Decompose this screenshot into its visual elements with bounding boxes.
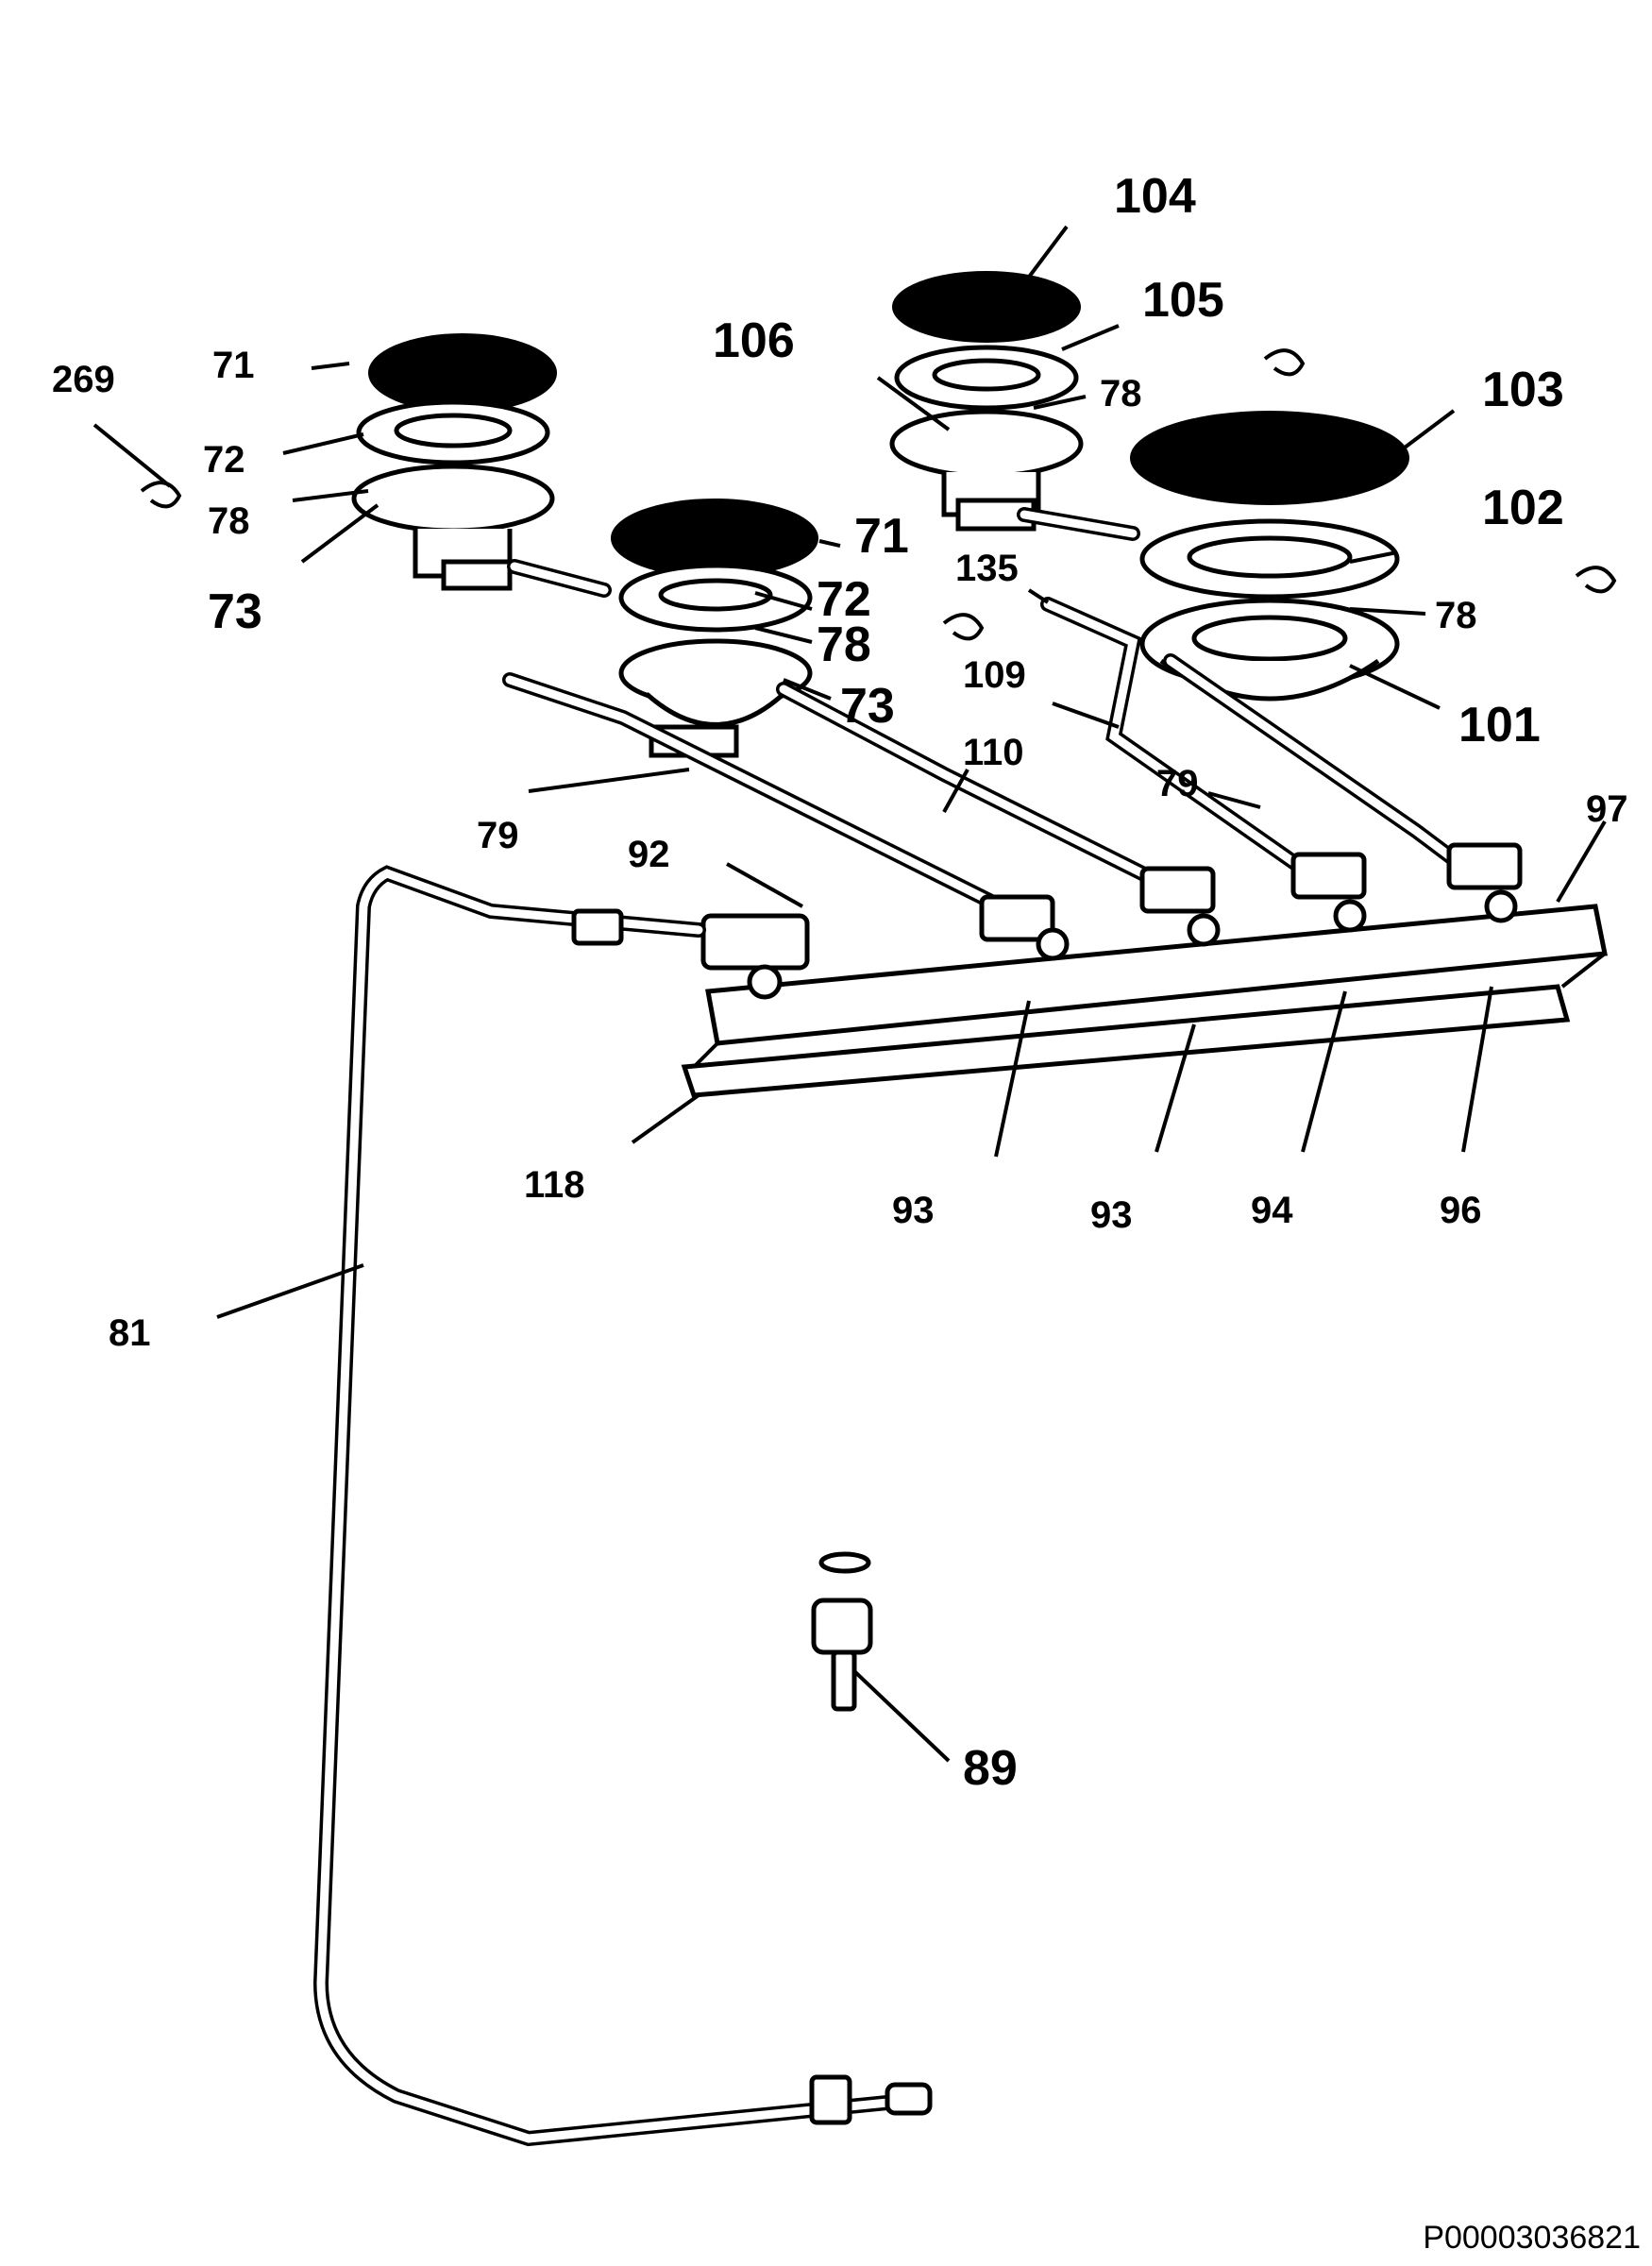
callout-label: 71: [212, 345, 255, 386]
callout-label: 78: [208, 500, 250, 542]
callout-label: 78: [817, 617, 871, 672]
burner-rear-right: [1139, 518, 1400, 702]
burner-cap-103: [1130, 411, 1409, 505]
callout-label: 135: [955, 548, 1019, 589]
callout-label: 73: [208, 584, 262, 639]
callout-label: 103: [1482, 363, 1564, 417]
spring-mark-icon: [1575, 566, 1617, 594]
callout-label: 78: [1435, 595, 1477, 636]
leader-lines: [93, 225, 1607, 1763]
callout-label: 106: [713, 313, 795, 368]
callout-label: 94: [1251, 1190, 1293, 1231]
callout-label: 92: [628, 834, 670, 875]
spring-mark-icon: [140, 481, 182, 509]
callout-label: 118: [524, 1164, 585, 1206]
callout-label: 105: [1142, 273, 1224, 328]
callout-label: 93: [1090, 1194, 1133, 1236]
burner-rear-center: [889, 345, 1084, 532]
burner-cap-104: [892, 271, 1081, 343]
callout-label: 93: [892, 1190, 935, 1231]
manifold-rail: [681, 904, 1608, 1098]
burner-cap-71-left: [368, 333, 557, 413]
callout-label: 269: [52, 359, 115, 400]
callout-label: 109: [963, 654, 1026, 696]
callout-label: 110: [963, 732, 1024, 773]
callout-label: 97: [1586, 788, 1628, 830]
callout-label: 71: [854, 509, 909, 564]
callout-label: 72: [203, 439, 245, 481]
callout-label: 78: [1100, 373, 1142, 414]
supply-pipe-81: [312, 865, 933, 2147]
callout-label: 96: [1440, 1190, 1482, 1231]
burner-cap-71-center: [611, 499, 818, 578]
callout-label: 79: [477, 815, 519, 856]
document-id: P00003036821: [1423, 2220, 1641, 2256]
gas-valves: [700, 842, 1523, 1000]
callout-label: 79: [1156, 763, 1199, 804]
callout-label: 81: [109, 1312, 151, 1354]
callout-label: 102: [1482, 481, 1564, 535]
callout-label: 73: [840, 679, 895, 734]
burner-left: [351, 399, 555, 591]
callout-label: 101: [1458, 698, 1541, 753]
callout-label: 89: [963, 1741, 1018, 1796]
spring-mark-icon: [942, 613, 985, 641]
callout-label: 104: [1114, 169, 1196, 224]
spring-mark-icon: [1263, 348, 1306, 377]
callout-label: 72: [817, 572, 871, 627]
gas-tubes: [502, 507, 1461, 914]
nozzle-89: [811, 1551, 873, 1712]
burner-center: [618, 563, 813, 758]
